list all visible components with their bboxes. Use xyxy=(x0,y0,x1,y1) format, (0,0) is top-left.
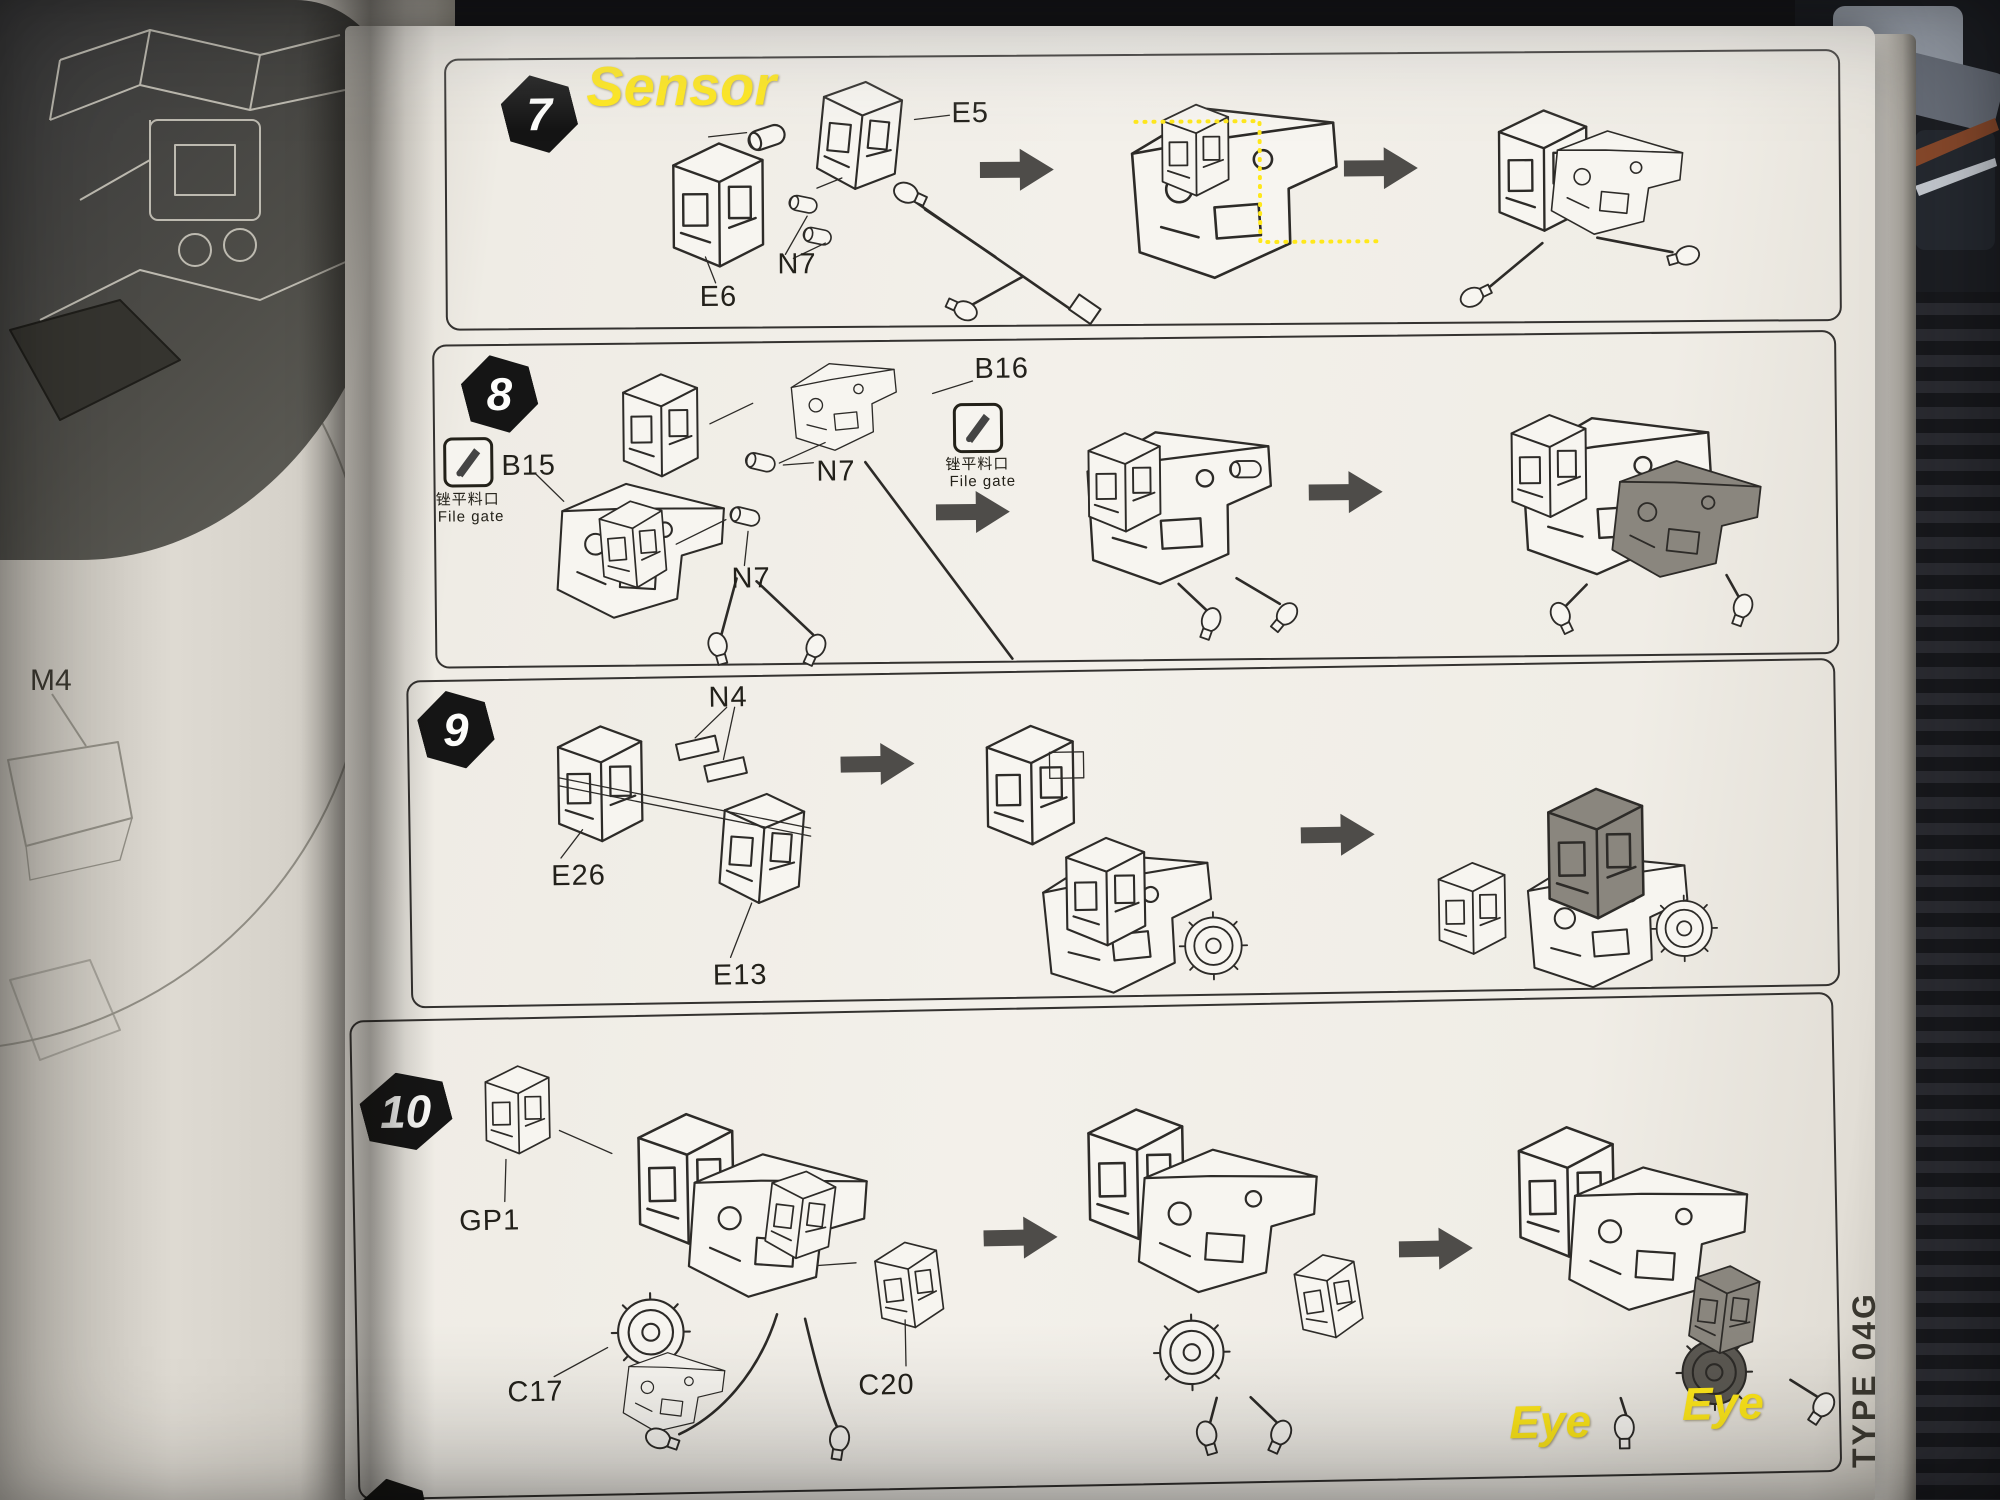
part-label-e13: E13 xyxy=(712,958,768,992)
step-7-diagram xyxy=(671,76,1703,326)
light-bulb-part xyxy=(1546,598,1578,637)
page-edge-text: TYPE 04G xyxy=(1846,1291,1882,1468)
light-bulb-part xyxy=(1726,591,1757,629)
light-bulb-part xyxy=(1193,1418,1223,1458)
table-corner xyxy=(0,0,400,560)
light-bulb-part xyxy=(1195,604,1225,643)
ribbed-background-object xyxy=(1908,225,2000,1500)
light-bulb-part xyxy=(642,1424,682,1456)
assembly-arrow-icon xyxy=(1308,469,1383,515)
eye-annotation-right: Eye xyxy=(1681,1376,1765,1430)
file-gate-icon xyxy=(443,437,494,488)
light-bulb-part xyxy=(942,293,981,325)
step-9-diagram xyxy=(556,706,1719,1001)
wheel-part xyxy=(1649,894,1719,963)
file-gate-icon xyxy=(952,402,1004,454)
step-8-diagram xyxy=(534,356,1764,669)
part-label-c20: C20 xyxy=(858,1368,915,1402)
part-label-gp1: GP1 xyxy=(458,1204,521,1238)
part-label-e5: E5 xyxy=(951,96,990,130)
assembly-arrow-icon xyxy=(983,1214,1059,1261)
step-8-panel: 8 B16 锉平料口 File gate 锉平料口 File gate B15 … xyxy=(432,330,1840,669)
sensor-position-dotted-line xyxy=(1133,119,1384,245)
light-bulb-part xyxy=(1266,598,1303,636)
file-gate-label-cn: 锉平料口 xyxy=(945,455,1010,474)
part-label-e6: E6 xyxy=(699,280,738,313)
light-bulb-part xyxy=(798,630,830,669)
light-bulb-part xyxy=(1613,1413,1636,1450)
frame-diagram-sketch xyxy=(9,29,351,421)
sensor-part xyxy=(744,121,789,154)
file-gate-label-cn: 锉平料口 xyxy=(435,491,500,509)
light-bulb-part xyxy=(889,177,930,212)
assembly-arrow-icon xyxy=(1398,1225,1474,1272)
right-page: 7 Sensor E5 N7 E6 xyxy=(345,26,1875,1500)
file-gate-label-en: File gate xyxy=(437,507,505,526)
wheel-part xyxy=(1178,910,1249,981)
part-label-n7-upper: N7 xyxy=(816,455,856,488)
wheel-part xyxy=(1152,1312,1232,1392)
page-stack-edge xyxy=(1872,34,1916,1500)
part-label-b15: B15 xyxy=(501,449,557,482)
part-label-c17: C17 xyxy=(507,1375,564,1409)
light-bulb-part xyxy=(1456,279,1495,312)
step-10-diagram xyxy=(484,1064,1840,1462)
step-10-panel: 10 GP1 C17 C20 Eye Eye xyxy=(349,992,1843,1500)
light-bulb-part xyxy=(825,1423,852,1462)
assembly-arrow-icon xyxy=(979,147,1054,193)
step-7-panel: 7 Sensor E5 N7 E6 xyxy=(444,49,1842,331)
part-label-n7-lower: N7 xyxy=(731,562,771,595)
assembly-arrow-icon xyxy=(935,489,1011,535)
assembly-arrow-icon xyxy=(1343,145,1418,191)
assembly-arrow-icon xyxy=(840,741,915,787)
sensor-annotation: Sensor xyxy=(586,53,777,118)
part-label-n7: N7 xyxy=(777,248,817,281)
light-bulb-part xyxy=(1803,1388,1840,1429)
part-label-e26: E26 xyxy=(551,859,607,893)
part-label-n4: N4 xyxy=(708,681,748,714)
part-label-m4: M4 xyxy=(30,664,72,697)
part-label-b16: B16 xyxy=(974,352,1030,386)
file-gate-label-en: File gate xyxy=(949,472,1017,491)
light-bulb-part xyxy=(1262,1416,1296,1457)
step-9-panel: 9 N4 E26 E13 xyxy=(406,658,1841,1009)
light-bulb-part xyxy=(1665,242,1703,271)
assembly-arrow-icon xyxy=(1300,812,1376,858)
light-bulb-part xyxy=(704,629,733,668)
eye-annotation-left: Eye xyxy=(1508,1394,1592,1449)
